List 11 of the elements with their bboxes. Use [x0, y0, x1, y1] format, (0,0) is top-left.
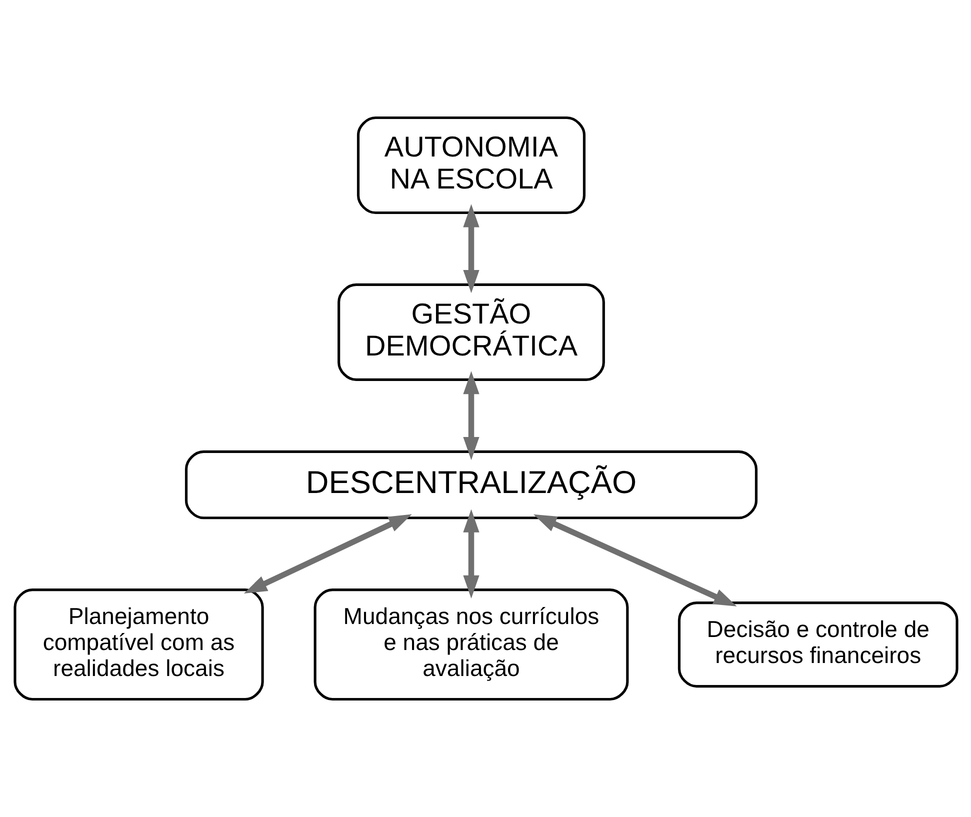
node-box: Mudanças nos currículos e nas práticas de avaliação [313, 588, 628, 701]
node-box: AUTONOMIA NA ESCOLA [356, 116, 586, 214]
arrow [243, 514, 412, 594]
node-box: DESCENTRALIZAÇÃO [184, 450, 758, 520]
node-box: Planejamento compatível com as realidades locais [13, 588, 264, 701]
node-box: Decisão e controle de recursos financeiros [677, 602, 958, 688]
node-box: GESTÃO DEMOCRÁTICA [337, 283, 604, 381]
arrow [462, 509, 479, 598]
arrow [462, 204, 479, 294]
arrow [462, 371, 479, 460]
arrow [533, 514, 736, 606]
